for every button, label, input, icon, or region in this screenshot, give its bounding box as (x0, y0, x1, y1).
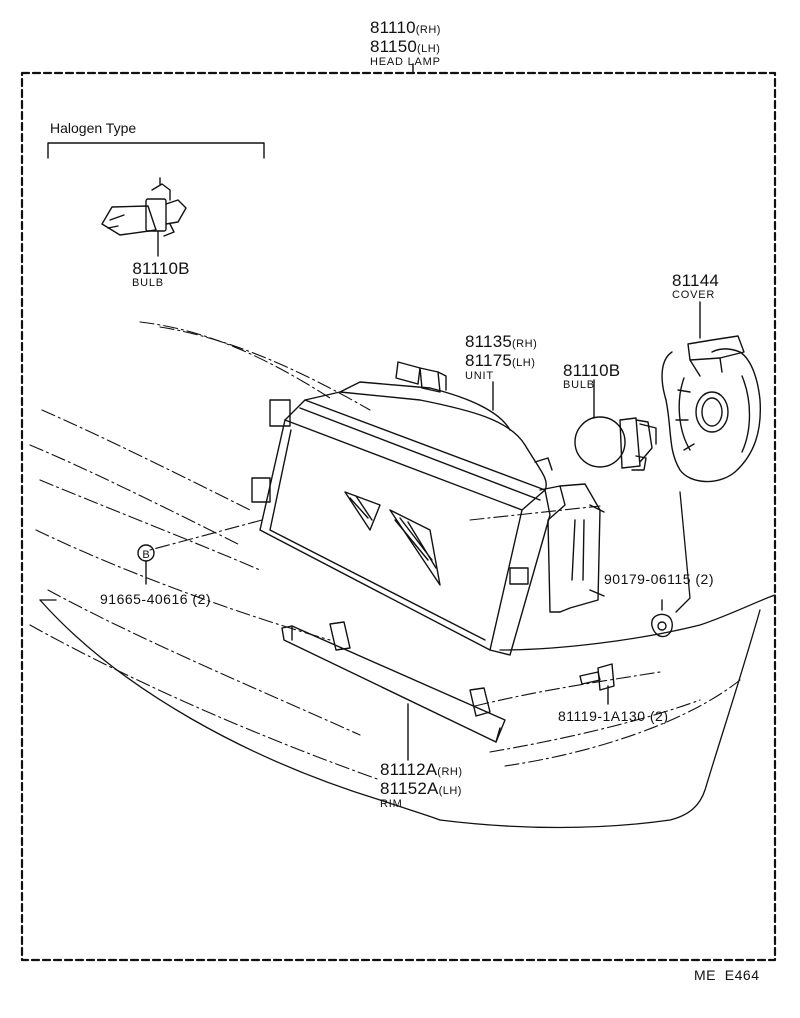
unit-rh-number: 81135 (465, 332, 513, 351)
bulb-number: 81110B (563, 361, 621, 380)
halogen-bulb-number: 81110B (132, 259, 190, 278)
bulb-label: 81110B BULB (563, 362, 620, 391)
body-panel-lines (29, 321, 741, 781)
unit-lh: 81175(LH) (465, 352, 537, 370)
head-lamp-name: HEAD LAMP (370, 56, 441, 68)
screw-marker-letter: B (142, 549, 149, 561)
assembly-frame (20, 71, 777, 962)
head-lamp-lh-number: 81150 (370, 37, 418, 56)
unit-lh-tag: (LH) (512, 357, 536, 369)
nut-drawing (651, 599, 673, 638)
bulb-drawing (574, 379, 657, 471)
halogen-type-title: Halogen Type (50, 120, 137, 136)
rim-drawing (281, 621, 506, 761)
unit-name: UNIT (465, 370, 494, 382)
unit-lh-number: 81175 (465, 351, 513, 370)
screw-marker-drawing (137, 544, 155, 585)
head-lamp-rh: 81110(RH) (370, 19, 441, 37)
rim-name: RIM (380, 798, 403, 810)
rim-lh-number: 81152A (380, 779, 439, 798)
rim-label: 81112A(RH) 81152A(LH) RIM (380, 761, 463, 810)
rim-rh-number: 81112A (380, 760, 438, 779)
unit-rh: 81135(RH) (465, 333, 537, 351)
halogen-bulb-drawing (101, 177, 187, 257)
body-panel-outline (39, 491, 776, 829)
nut-label: 90179-06115 (2) (604, 571, 714, 587)
unit-label: 81135(RH) 81175(LH) UNIT (465, 333, 537, 382)
rim-lh-tag: (LH) (438, 785, 462, 797)
cover-name: COVER (672, 289, 716, 301)
rim-rh: 81112A(RH) (380, 761, 463, 779)
halogen-bracket (47, 142, 265, 159)
halogen-bulb-name: BULB (132, 277, 164, 289)
unit-rh-tag: (RH) (512, 338, 538, 350)
head-lamp-unit-drawing (251, 361, 605, 656)
cover-drawing (661, 301, 762, 483)
bolt-drawing (579, 663, 615, 705)
head-lamp-lh: 81150(LH) (370, 38, 441, 56)
cover-label: 81144 COVER (672, 272, 719, 301)
figure-code: ME E464 (694, 967, 760, 983)
head-lamp-rh-number: 81110 (370, 18, 416, 37)
head-lamp-lh-tag: (LH) (417, 43, 441, 55)
screw-label: 91665-40616 (2) (100, 591, 212, 607)
head-lamp-rh-tag: (RH) (415, 24, 441, 36)
bulb-name: BULB (563, 379, 595, 391)
head-lamp-label: 81110(RH) 81150(LH) HEAD LAMP (370, 19, 441, 68)
rim-rh-tag: (RH) (437, 766, 463, 778)
rim-lh: 81152A(LH) (380, 780, 463, 798)
cover-number: 81144 (672, 271, 720, 290)
bolt-label: 81119-1A130 (2) (558, 708, 669, 724)
halogen-bulb-label: 81110B BULB (126, 260, 196, 289)
